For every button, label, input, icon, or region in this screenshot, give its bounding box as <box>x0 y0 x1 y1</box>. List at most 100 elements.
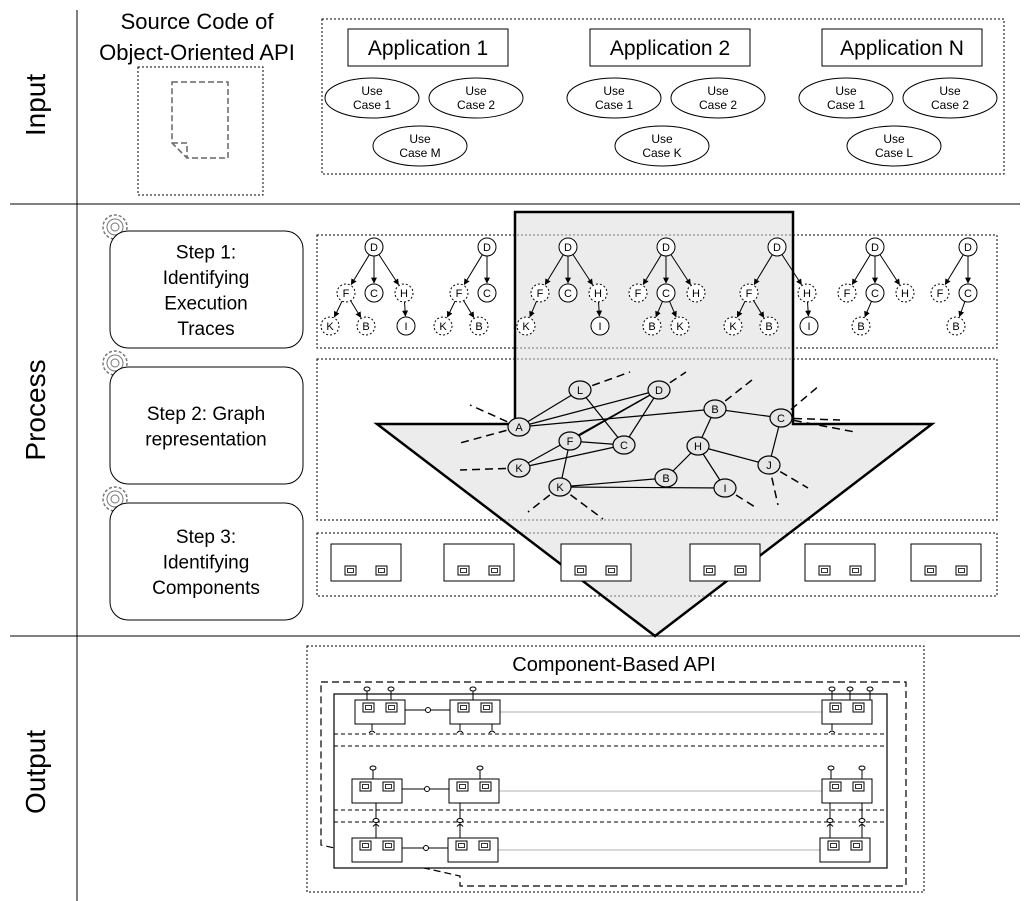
step-label: Identifying <box>163 268 250 289</box>
trace-node-label: C <box>964 288 972 300</box>
graph-node-label: C <box>620 440 628 452</box>
output-component <box>351 837 403 863</box>
application-title: Application 2 <box>610 37 730 60</box>
component-port-icon <box>375 565 388 576</box>
graph-node: K <box>507 458 531 478</box>
step-box <box>109 502 304 621</box>
component-port-icon <box>344 565 357 576</box>
application-title-box <box>589 28 751 67</box>
output-component <box>447 837 499 863</box>
use-case-label: Case 2 <box>699 98 737 112</box>
graph-node: L <box>568 380 592 400</box>
graph-node-label: A <box>515 422 523 434</box>
trace-node-label: F <box>635 288 642 300</box>
trace-node-label: K <box>522 321 530 333</box>
source-code-title-line2: Object-Oriented API <box>99 40 295 65</box>
trace-node-label: I <box>807 321 810 333</box>
component-port-icon <box>385 702 398 713</box>
use-case-label: Case 1 <box>827 98 865 112</box>
graph-node: C <box>769 408 793 428</box>
trace-node-label: F <box>844 288 851 300</box>
graph-node: D <box>647 380 671 400</box>
output-component <box>354 699 406 725</box>
component-port-icon <box>852 702 865 713</box>
use-case-label: Case K <box>642 146 681 160</box>
graph-node: B <box>703 399 727 419</box>
trace-node-label: B <box>857 321 864 333</box>
component-port-icon <box>359 840 372 851</box>
graph-node: F <box>558 431 582 451</box>
component-port-icon <box>955 565 968 576</box>
trace-node-label: I <box>598 321 601 333</box>
graph-node: K <box>548 477 572 497</box>
output-component <box>449 699 501 725</box>
trace-node-label: B <box>475 321 482 333</box>
component-port-icon <box>457 565 470 576</box>
step-label: Step 1: <box>176 242 236 263</box>
output-component <box>819 837 871 863</box>
graph-node-label: C <box>777 413 785 425</box>
component <box>910 543 982 582</box>
component-port-icon <box>382 840 395 851</box>
lane-label-process: Process <box>20 359 51 460</box>
use-case-label: Use <box>883 132 905 146</box>
component <box>443 543 515 582</box>
output-component <box>351 778 403 804</box>
trace-node-label: C <box>370 288 378 300</box>
trace-node-label: B <box>765 321 772 333</box>
trace-node-label: D <box>564 242 572 254</box>
trace-node-label: C <box>483 288 491 300</box>
step-label: Execution <box>164 293 247 314</box>
component-port-icon <box>362 702 375 713</box>
component-port-icon <box>829 702 842 713</box>
component-port-icon <box>734 565 747 576</box>
trace-node-label: F <box>537 288 544 300</box>
graph-node: I <box>713 478 737 498</box>
trace-node-label: H <box>400 288 408 300</box>
trace-node-label: B <box>952 321 959 333</box>
output-dashed-frame <box>320 681 907 887</box>
component-port-icon <box>605 565 618 576</box>
trace-node-label: C <box>564 288 572 300</box>
output-component <box>821 699 873 725</box>
lane-label-output: Output <box>20 730 51 814</box>
component-port-icon <box>457 702 470 713</box>
graph-node-label: I <box>723 483 726 495</box>
component <box>560 543 632 582</box>
trace-node-label: D <box>662 242 670 254</box>
graph-node: C <box>612 435 636 455</box>
step-box <box>109 366 304 485</box>
trace-node-label: F <box>343 288 350 300</box>
trace-node-label: F <box>456 288 463 300</box>
graph-node: H <box>686 436 710 456</box>
component-port-icon <box>829 781 842 792</box>
step-label: Components <box>152 578 260 599</box>
document-icon <box>171 81 229 159</box>
use-case-label: Use <box>835 84 857 98</box>
component-port-icon <box>850 840 863 851</box>
lane-grid <box>10 10 1020 901</box>
use-case-label: Use <box>651 132 673 146</box>
graph-node-label: K <box>556 482 564 494</box>
trace-node-label: D <box>483 242 491 254</box>
component-port-icon <box>849 565 862 576</box>
trace-node-label: F <box>937 288 944 300</box>
step-box <box>109 230 304 349</box>
use-case-label: Use <box>707 84 729 98</box>
